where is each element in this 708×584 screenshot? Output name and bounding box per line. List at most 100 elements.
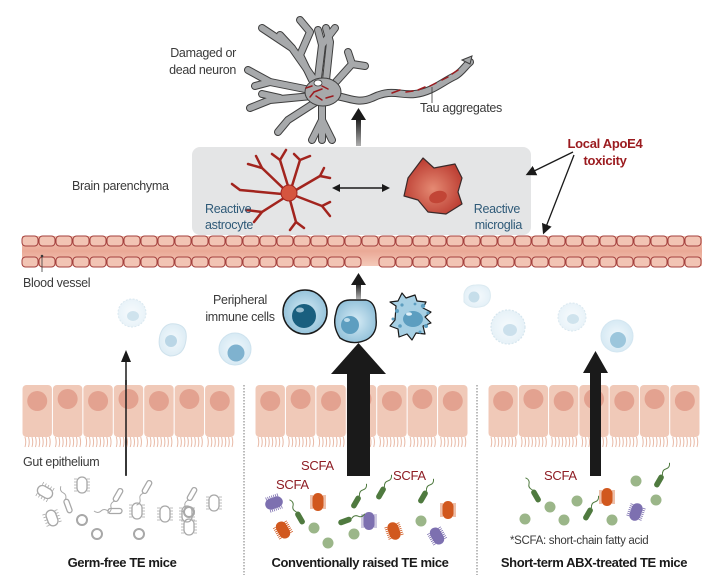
vessel-wall-cell [463,235,481,247]
reactive-microglia-illustration [403,157,463,215]
brain-parenchyma-label: Brain parenchyma [72,179,169,193]
immune-cell-lymphocyte [282,289,328,335]
tau-aggregates [305,69,459,101]
vessel-wall-cell [310,235,328,247]
vessel-wall-cell [106,235,124,247]
ghost-flagellate [59,486,73,514]
microvilli [551,436,578,448]
vessel-wall-cell [616,256,634,268]
vessel-wall-cell [480,256,498,268]
bacterium [426,526,448,546]
flagellated-bacterium [525,477,541,503]
peripheral-immune-cells [117,284,634,366]
scfa-footnote: *SCFA: short-chain fatty acid [510,535,648,547]
epithelial-nucleus [88,391,109,411]
flagellated-bacterium [583,495,600,521]
scfa-producing-coccus [415,515,427,527]
microvilli [520,436,547,448]
microvilli [672,436,699,448]
bacterium [440,501,456,519]
vessel-wall-cell [599,235,617,247]
microglia-label-line2: microglia [475,218,523,232]
bacterium [384,522,404,540]
conventional-microbiota [265,474,456,549]
scfa-producing-coccus [308,522,320,534]
microvilli [207,436,234,448]
vessel-wall-cell [191,256,209,268]
microvilli [115,436,142,448]
scfa-label-4: SCFA [544,468,577,483]
astrocyte-label-line2: astrocyte [205,218,253,232]
flagellated-bacterium [654,462,671,488]
vessel-wall-cell [514,256,532,268]
microvilli [146,436,173,448]
ghost-coccus [76,514,88,526]
scfa-producing-coccus [558,514,570,526]
vessel-wall-cell [157,256,175,268]
microglia-label-line1: Reactive [474,202,521,216]
apoe4-label-line1: Local ApoE4 [568,136,644,151]
vessel-wall-cell [310,256,328,268]
ghost-flagellate [93,507,123,515]
vessel-wall-cell [497,256,515,268]
vessel-wall-cell [378,256,396,268]
vessel-wall-cell [531,256,549,268]
scfa-producing-coccus [630,475,642,487]
vessel-wall-cell [259,235,277,247]
epithelial-nucleus [209,391,230,411]
vessel-wall-cell [616,235,634,247]
vessel-wall-cell [157,235,175,247]
vessel-wall-cell [191,235,209,247]
vessel-wall-cell [174,235,192,247]
vessel-wall-cell [463,256,481,268]
flagellated-bacterium [351,483,368,509]
vessel-wall-cell [344,235,362,247]
blood-vessel-leader-dot [40,254,44,258]
ghost-coccus [91,528,103,540]
microvilli [287,436,315,448]
vessel-wall-cell [106,256,124,268]
scfa-producing-coccus [322,537,334,549]
vessel-wall-cell [599,256,617,268]
microvilli [318,436,345,448]
vessel-wall-cell [38,256,56,268]
scfa-label-3: SCFA [393,468,426,483]
microvilli [176,436,203,448]
vessel-wall-cell [344,256,362,268]
epithelial-nucleus [614,391,635,411]
microvilli [409,436,436,448]
blood-vessel [21,235,702,268]
epithelial-nucleus [381,391,402,411]
epithelial-nucleus [674,391,695,411]
vessel-wall-cell [242,256,260,268]
ghost-bacterium [206,494,222,512]
apoe4-arrows [525,151,575,235]
vessel-wall-cell [378,235,396,247]
vessel-wall-cell [633,256,651,268]
scfa-producing-coccus [571,495,583,507]
vessel-wall-cell [531,235,549,247]
immune-cell-granulocyte [389,292,432,341]
epithelial-nucleus [57,389,78,409]
astrocyte-label-line1: Reactive [205,202,252,216]
vessel-wall-cell [89,256,107,268]
bacterium [599,488,615,506]
vessel-wall-cell [72,256,90,268]
vessel-wall-cell [633,235,651,247]
apoe4-label-line2: toxicity [583,153,627,168]
vessel-wall-cell [21,235,39,247]
vessel-wall-cell [480,235,498,247]
reactive-astrocyte-illustration [230,148,332,232]
vessel-wall-cell [361,235,379,247]
vessel-wall-cell [582,235,600,247]
panel-title-conventional: Conventionally raised TE mice [272,555,449,570]
vessel-wall-cell [412,256,430,268]
vessel-wall-cell [55,256,73,268]
vessel-wall-cell [208,256,226,268]
flagellated-bacterium [289,499,305,525]
ghost-flagellate [136,479,153,506]
arrow-abx-shaft [590,380,601,476]
ghost-bacterium [74,476,90,494]
neuron-label-line2: dead neuron [169,63,236,77]
